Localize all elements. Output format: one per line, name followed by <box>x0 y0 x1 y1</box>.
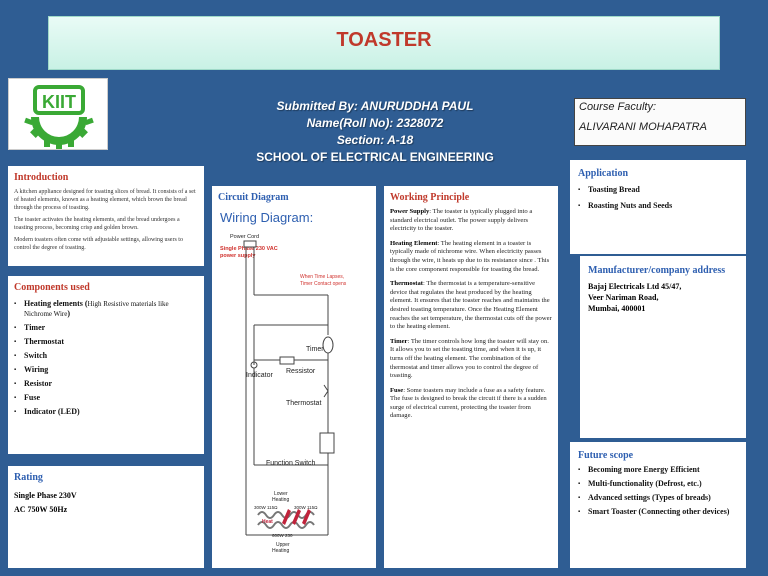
faculty-box: Course Faculty: ALIVARANI MOHAPATRA <box>574 98 746 146</box>
application-list: Toasting Bread Roasting Nuts and Seeds <box>578 185 738 211</box>
address-line: Veer Nariman Road, <box>588 293 659 302</box>
manufacturer-panel: Manufacturer/company address Bajaj Elect… <box>580 256 746 438</box>
manufacturer-title: Manufacturer/company address <box>588 265 726 276</box>
timer-label: Timer <box>306 346 324 353</box>
working-item: Thermostat: The thermostat is a temperat… <box>390 280 552 331</box>
components-title: Components used <box>14 282 90 293</box>
list-item: Smart Toaster (Connecting other devices) <box>578 507 738 517</box>
working-panel: Working Principle Power Supply: The toas… <box>384 186 558 568</box>
poster-title: TOASTER <box>336 29 432 51</box>
intro-paragraph: A kitchen appliance designed for toastin… <box>14 189 196 211</box>
introduction-title: Introduction <box>14 172 69 183</box>
working-item: Power Supply: The toaster is typically p… <box>390 208 533 233</box>
rating-line: Single Phase 230V <box>14 491 77 500</box>
list-item: Switch <box>14 351 198 361</box>
function-switch-label: Function Switch <box>266 460 316 467</box>
title-banner: TOASTER <box>48 16 720 70</box>
working-item: Timer: The timer controls how long the t… <box>390 337 549 380</box>
submission-info: Submitted By: ANURUDDHA PAUL Name(Roll N… <box>200 98 550 166</box>
future-list: Becoming more Energy Efficient Multi-fun… <box>578 465 738 517</box>
resistor-label: Ressistor <box>286 368 316 375</box>
application-title: Application <box>578 168 629 179</box>
wiring-diagram: Wiring Diagram: Power Cord Single Phase … <box>220 210 347 554</box>
list-item: Indicator (LED) <box>14 407 198 417</box>
working-title: Working Principle <box>390 192 470 203</box>
address-line: Bajaj Electricals Ltd 45/47, <box>588 282 682 291</box>
power-cord-label: Power Cord <box>230 234 259 240</box>
logo-box: KIIT <box>8 78 108 150</box>
working-item: Heating Element: The heating element in … <box>390 239 550 273</box>
heater-rating: 300W 115Ω <box>294 505 318 510</box>
introduction-panel: Introduction A kitchen appliance designe… <box>8 166 204 266</box>
components-panel: Components used Heating elements (High R… <box>8 276 204 454</box>
faculty-name: ALIVARANI MOHAPATRA <box>579 121 707 133</box>
roll-number: Name(Roll No): 2328072 <box>306 116 444 130</box>
heat-arrows <box>282 509 311 525</box>
submitted-by: Submitted By: ANURUDDHA PAUL <box>276 99 474 113</box>
list-item: Fuse <box>14 393 198 403</box>
list-item: Multi-functionality (Defrost, etc.) <box>578 479 738 489</box>
future-panel: Future scope Becoming more Energy Effici… <box>570 442 746 568</box>
address-line: Mumbai, 400001 <box>588 304 646 313</box>
future-title: Future scope <box>578 450 634 461</box>
circuit-title: Circuit Diagram <box>218 192 289 203</box>
kiit-logo: KIIT <box>24 85 94 149</box>
list-item: Roasting Nuts and Seeds <box>578 201 738 211</box>
list-item: Timer <box>14 323 198 333</box>
list-item: Heating elements (High Resistive materia… <box>14 299 198 319</box>
school-name: SCHOOL OF ELECTRICAL ENGINEERING <box>256 150 494 164</box>
rating-title: Rating <box>14 472 43 483</box>
rating-line: AC 750W 50Hz <box>14 505 68 514</box>
list-item: Becoming more Energy Efficient <box>578 465 738 475</box>
rating-panel: Rating Single Phase 230V AC 750W 50Hz <box>8 466 204 568</box>
heater-rating: 600W 230 <box>272 533 293 538</box>
intro-paragraph: The toaster activates the heating elemen… <box>14 217 180 231</box>
working-item: Fuse: Some toasters may include a fuse a… <box>390 386 547 420</box>
indicator-label: Indicator <box>246 372 274 379</box>
application-panel: Application Toasting Bread Roasting Nuts… <box>570 160 746 254</box>
list-item: Toasting Bread <box>578 185 738 195</box>
thermostat-label: Thermostat <box>286 400 321 407</box>
time-note: When Time Lapses,Timer Contact opens <box>300 274 347 287</box>
components-list: Heating elements (High Resistive materia… <box>14 299 198 417</box>
heater-rating: 300W 115Ω <box>254 505 278 510</box>
intro-paragraph: Modern toasters often come with adjustab… <box>14 237 183 251</box>
list-item: Resistor <box>14 379 198 389</box>
faculty-label: Course Faculty: <box>579 101 657 113</box>
section: Section: A-18 <box>336 133 414 147</box>
list-item: Wiring <box>14 365 198 375</box>
list-item: Advanced settings (Types of breads) <box>578 493 738 503</box>
logo-text: KIIT <box>42 92 76 112</box>
heat-label: Heat <box>262 519 273 525</box>
circuit-panel: Circuit Diagram Wiring Diagram: Power Co… <box>212 186 376 568</box>
list-item: Thermostat <box>14 337 198 347</box>
wiring-heading: Wiring Diagram: <box>220 210 313 225</box>
